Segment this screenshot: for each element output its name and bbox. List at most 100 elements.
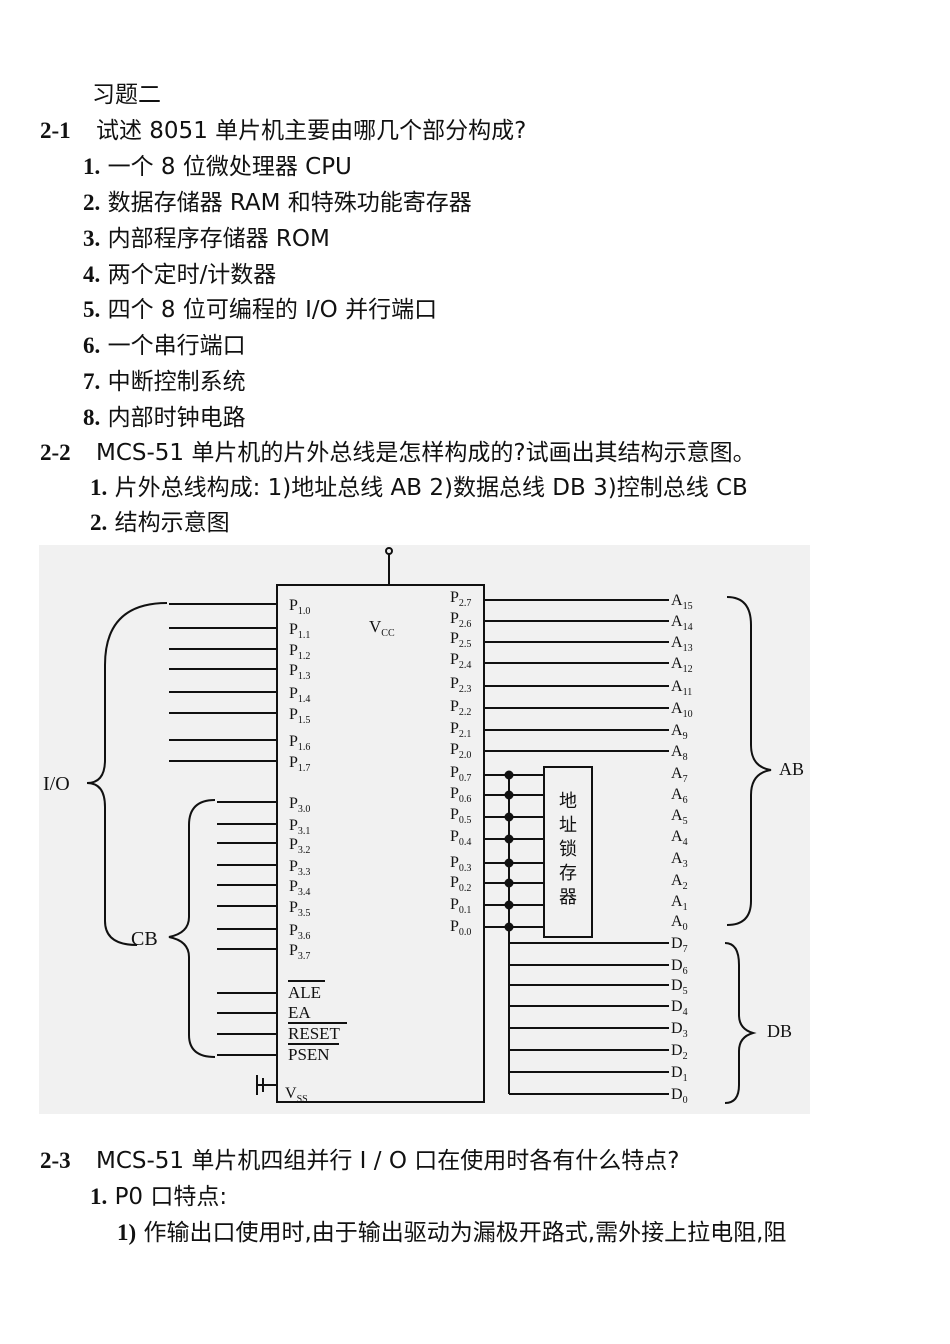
list-item: 3. 内部程序存储器 ROM [83, 224, 330, 254]
item-text: 中断控制系统 [107, 369, 246, 395]
address-label: A5 [671, 807, 688, 827]
p1-pin-label: P1.2 [289, 642, 310, 662]
item-number: 3. [83, 226, 101, 251]
io-brace [86, 602, 168, 946]
question-2-3: 2-3 MCS-51 单片机四组并行 I / O 口在使用时各有什么特点? [40, 1146, 679, 1176]
item-number: 4. [83, 262, 101, 287]
cb-brace [168, 799, 216, 1058]
address-latch-box [543, 766, 593, 938]
list-item: 2. 数据存储器 RAM 和特殊功能寄存器 [83, 188, 472, 218]
question-text: MCS-51 单片机四组并行 I / O 口在使用时各有什么特点? [95, 1148, 680, 1174]
vcc-label: VCC [369, 617, 395, 639]
item-text: 片外总线构成: 1)地址总线 AB 2)数据总线 DB 3)控制总线 CB [114, 475, 748, 501]
cb-bus-label: CB [131, 928, 158, 950]
p3-pin-label: P3.2 [289, 836, 310, 856]
data-label: D6 [671, 957, 688, 977]
p2-pin-label: P2.2 [450, 698, 471, 718]
p1-pin-label: P1.4 [289, 685, 310, 705]
p0-pin-label: P0.1 [450, 896, 471, 916]
question-text: 试述 8051 单片机主要由哪几个部分构成? [95, 118, 527, 144]
list-item: 7. 中断控制系统 [83, 367, 246, 397]
p2-pin-label: P2.1 [450, 720, 471, 740]
question-2-1: 2-1 试述 8051 单片机主要由哪几个部分构成? [40, 116, 526, 146]
question-number: 2-3 [40, 1148, 71, 1173]
p1-pin-label: P1.6 [289, 733, 310, 753]
question-2-2: 2-2 MCS-51 单片机的片外总线是怎样构成的?试画出其结构示意图。 [40, 438, 756, 468]
data-label: D7 [671, 935, 688, 955]
list-item: 6. 一个串行端口 [83, 331, 246, 361]
address-label: A13 [671, 634, 693, 654]
address-label: A15 [671, 592, 693, 612]
data-label: D4 [671, 998, 688, 1018]
data-label: D3 [671, 1020, 688, 1040]
address-label: A7 [671, 765, 688, 785]
p0-pin-label: P0.3 [450, 854, 471, 874]
ctrl-pin-label: RESET [288, 1024, 341, 1043]
data-label: D1 [671, 1064, 688, 1084]
address-label: A2 [671, 872, 688, 892]
p3-pin-label: P3.3 [289, 858, 310, 878]
item-number: 1. [83, 154, 101, 179]
p2-pin-label: P2.5 [450, 630, 471, 650]
vss-label: VSS [285, 1085, 308, 1105]
list-item: 8. 内部时钟电路 [83, 403, 246, 433]
io-bus-label: I/O [43, 773, 70, 795]
p2-pin-label: P2.4 [450, 651, 471, 671]
item-text: 一个串行端口 [107, 333, 246, 359]
address-label: A10 [671, 700, 693, 720]
p1-pin-label: P1.5 [289, 706, 310, 726]
p2-pin-label: P2.7 [450, 589, 471, 609]
p1-pin-label: P1.1 [289, 621, 310, 641]
p0-pin-label: P0.0 [450, 918, 471, 938]
data-label: D2 [671, 1042, 688, 1062]
list-item: 1. P0 口特点: [90, 1182, 227, 1212]
question-text: MCS-51 单片机的片外总线是怎样构成的?试画出其结构示意图。 [95, 440, 756, 466]
address-label: A0 [671, 913, 688, 933]
db-brace [724, 942, 757, 1104]
p1-pin-label: P1.7 [289, 754, 310, 774]
item-number: 1. [90, 475, 108, 500]
p3-pin-label: P3.4 [289, 878, 310, 898]
item-number: 1) [117, 1220, 137, 1245]
p3-pin-label: P3.0 [289, 795, 310, 815]
latch-label-char: 器 [559, 887, 577, 907]
item-number: 7. [83, 369, 101, 394]
latch-label-char: 存 [559, 863, 577, 883]
list-item: 4. 两个定时/计数器 [83, 260, 276, 290]
data-label: D5 [671, 977, 688, 997]
address-label: A8 [671, 743, 688, 763]
latch-label-char: 址 [559, 815, 577, 835]
p3-pin-label: P3.1 [289, 817, 310, 837]
question-number: 2-2 [40, 440, 71, 465]
p0-pin-label: P0.2 [450, 874, 471, 894]
address-label: A11 [671, 678, 692, 698]
list-item: 2. 结构示意图 [90, 508, 230, 538]
p0-pin-label: P0.4 [450, 828, 471, 848]
question-number: 2-1 [40, 118, 71, 143]
p0-pin-label: P0.7 [450, 764, 471, 784]
p2-pin-label: P2.6 [450, 610, 471, 630]
ctrl-pin-label: EA [288, 1003, 311, 1022]
item-text: 结构示意图 [114, 510, 230, 536]
list-item: 5. 四个 8 位可编程的 I/O 并行端口 [83, 295, 437, 325]
data-label: D0 [671, 1086, 688, 1106]
address-label: A14 [671, 613, 693, 633]
db-bus-label: DB [767, 1021, 792, 1041]
list-item: 1. 片外总线构成: 1)地址总线 AB 2)数据总线 DB 3)控制总线 CB [90, 473, 748, 503]
p2-pin-label: P2.3 [450, 675, 471, 695]
item-text: P0 口特点: [114, 1184, 228, 1210]
item-number: 2. [90, 510, 108, 535]
list-item: 1) 作输出口使用时,由于输出驱动为漏极开路式,需外接上拉电阻,阻 [117, 1218, 786, 1248]
item-text: 四个 8 位可编程的 I/O 并行端口 [107, 297, 438, 323]
ctrl-pin-label: PSEN [288, 1045, 330, 1064]
ctrl-pin-label: ALE [288, 983, 321, 1002]
diagram-svg: VCCP1.0P1.1P1.2P1.3P1.4P1.5P1.6P1.7P3.0P… [43, 547, 804, 1106]
item-text: 数据存储器 RAM 和特殊功能寄存器 [107, 190, 472, 216]
address-label: A12 [671, 655, 693, 675]
ab-bus-label: AB [779, 759, 804, 779]
address-label: A1 [671, 893, 688, 913]
item-number: 2. [83, 190, 101, 215]
item-text: 一个 8 位微处理器 CPU [107, 154, 352, 180]
p3-pin-label: P3.6 [289, 922, 310, 942]
item-number: 8. [83, 405, 101, 430]
